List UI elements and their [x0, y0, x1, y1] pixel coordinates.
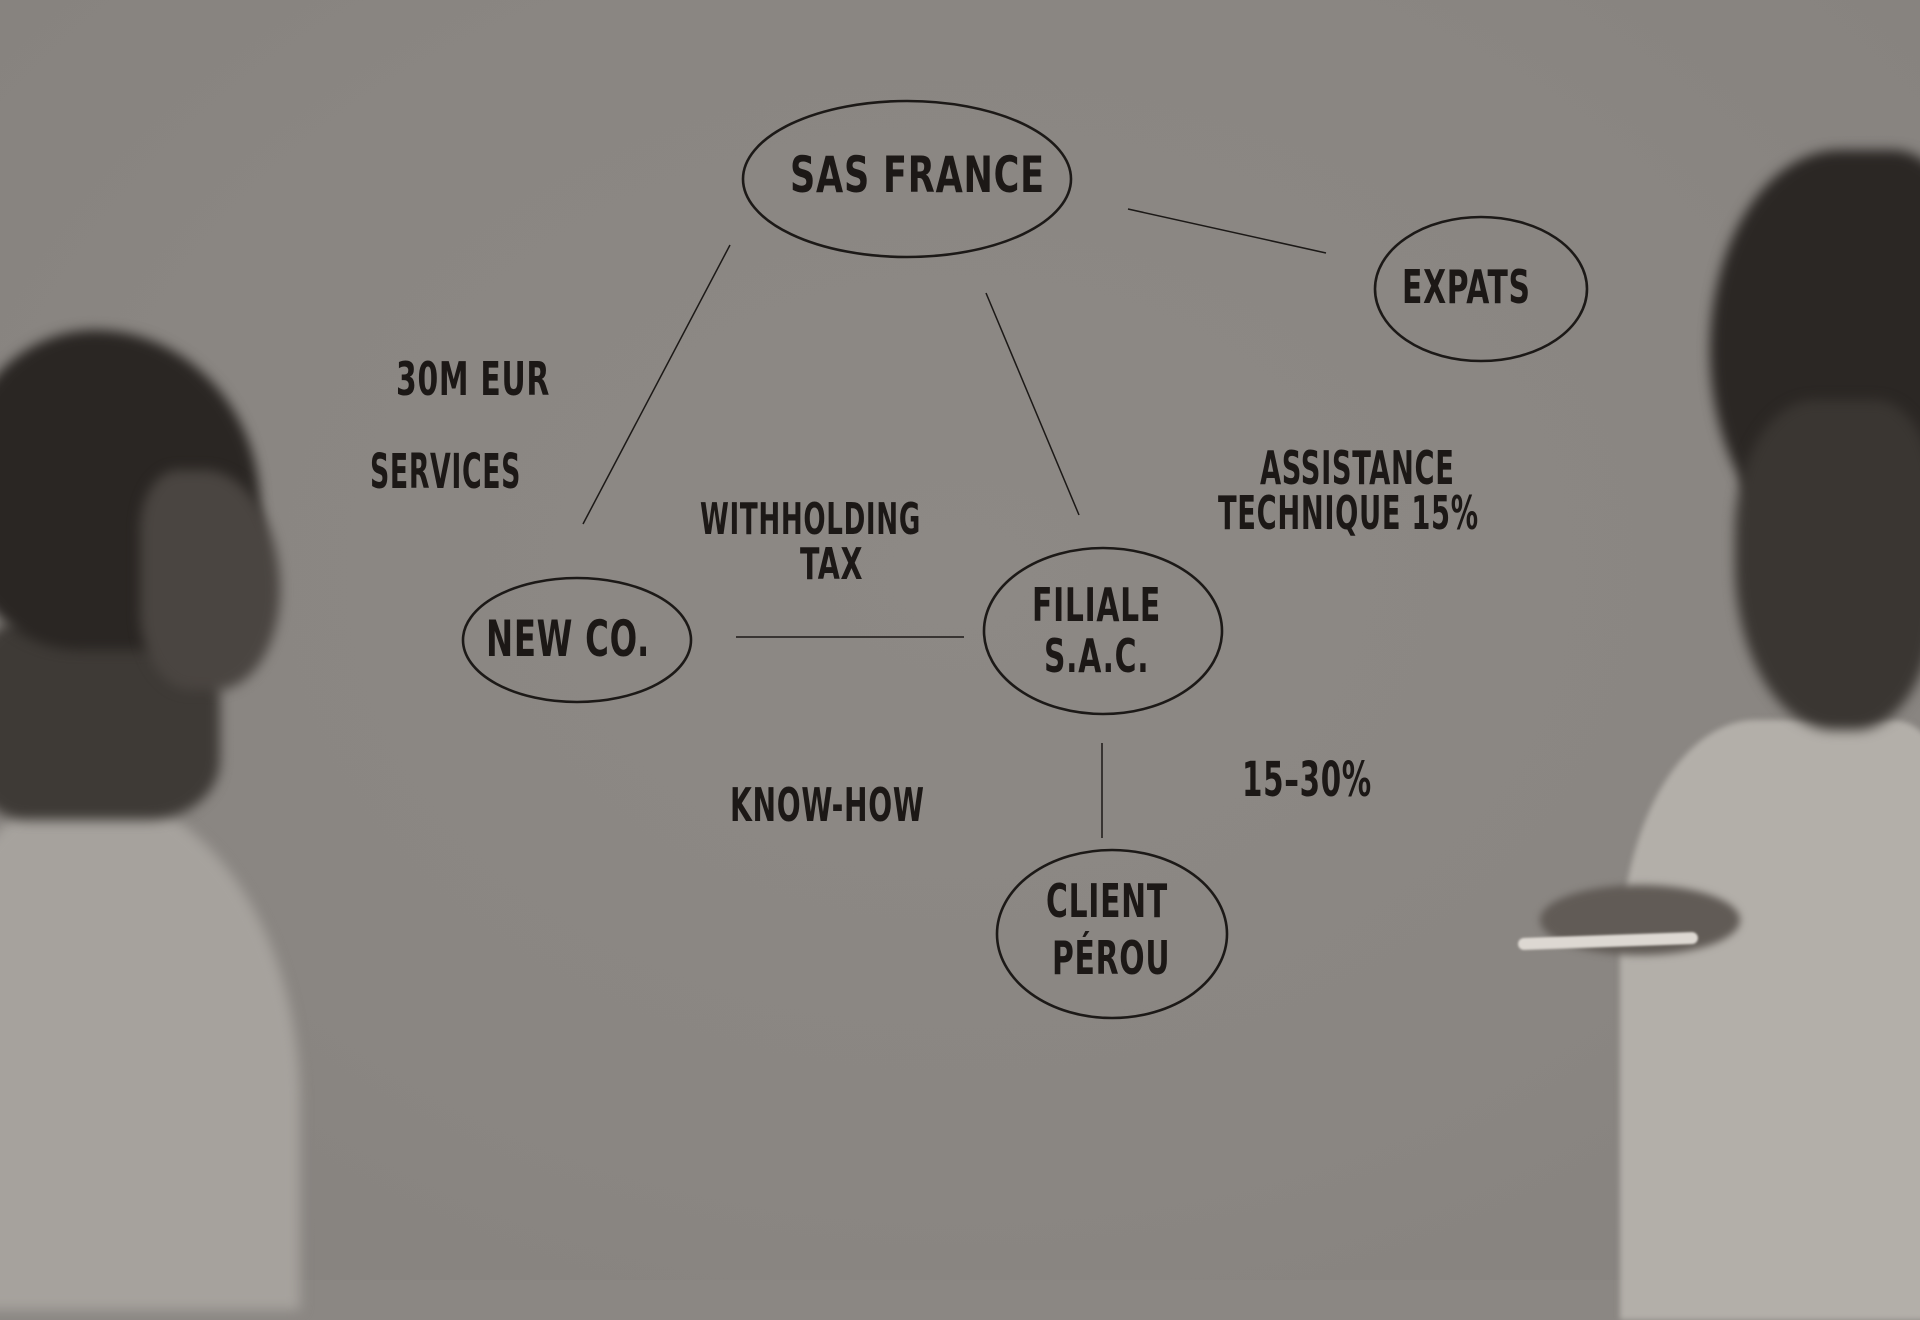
node-expats-label: EXPATS	[1402, 260, 1531, 314]
person-left-face	[140, 470, 280, 690]
node-sas-france-outline	[741, 99, 1073, 259]
annotation-assistance-1: ASSISTANCE	[1260, 441, 1455, 495]
node-expats-outline	[1373, 215, 1589, 363]
annotation-assistance-2: TECHNIQUE 15%	[1218, 486, 1479, 540]
annotation-know-how: KNOW-HOW	[730, 778, 925, 832]
node-client-outline	[995, 848, 1229, 1020]
node-new-co-label: NEW CO.	[486, 610, 651, 668]
whiteboard-background	[0, 0, 1920, 1280]
node-filiale-label-1: FILIALE	[1032, 578, 1161, 632]
person-right-face	[1735, 400, 1920, 730]
annotation-amount: 30M EUR	[396, 352, 551, 406]
edge-sas-newco	[582, 244, 731, 525]
annotation-services: SERVICES	[370, 444, 522, 500]
node-sas-france-label: SAS FRANCE	[790, 146, 1045, 204]
org-diagram	[461, 99, 1589, 1020]
person-right-shirt	[1620, 720, 1920, 1320]
node-client-label-1: CLIENT	[1046, 874, 1168, 928]
edge-sas-filiale	[985, 292, 1080, 516]
node-client-label-2: PÉROU	[1052, 931, 1171, 985]
node-filiale-outline	[982, 546, 1224, 716]
annotation-withholding-1: WITHHOLDING	[700, 494, 921, 545]
node-new-co-outline	[461, 576, 693, 704]
edge-sas-expats	[1127, 208, 1327, 254]
annotation-rate-range: 15–30%	[1242, 752, 1372, 808]
node-filiale-label-2: S.A.C.	[1044, 629, 1150, 683]
annotation-withholding-2: TAX	[800, 539, 864, 590]
